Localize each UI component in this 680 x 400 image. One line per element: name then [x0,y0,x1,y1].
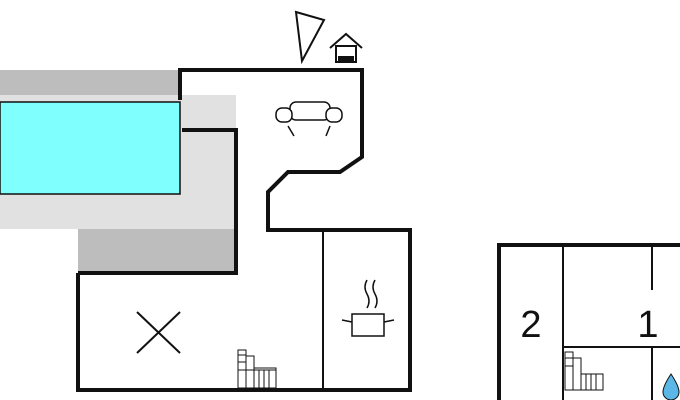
water-drop-icon [662,373,680,400]
room-label-2: 2 [520,304,541,346]
annex-outer-wall [497,243,680,400]
annex-building [497,243,680,400]
pool [0,101,181,195]
outdoor-area [0,70,236,273]
house-walls [76,68,412,392]
cooking-pot-icon [341,279,395,337]
upper-wall [76,68,412,392]
roofed-area [78,229,236,273]
annex-stairs-icon [564,351,604,391]
room-label-1: 1 [637,304,658,346]
inner-wall-left [78,128,238,275]
stairs-icon [237,349,277,389]
house-entrance-icon [329,32,363,63]
sofa-icon [275,101,343,137]
cross-mark-icon [136,311,181,354]
compass-icon [294,10,326,65]
